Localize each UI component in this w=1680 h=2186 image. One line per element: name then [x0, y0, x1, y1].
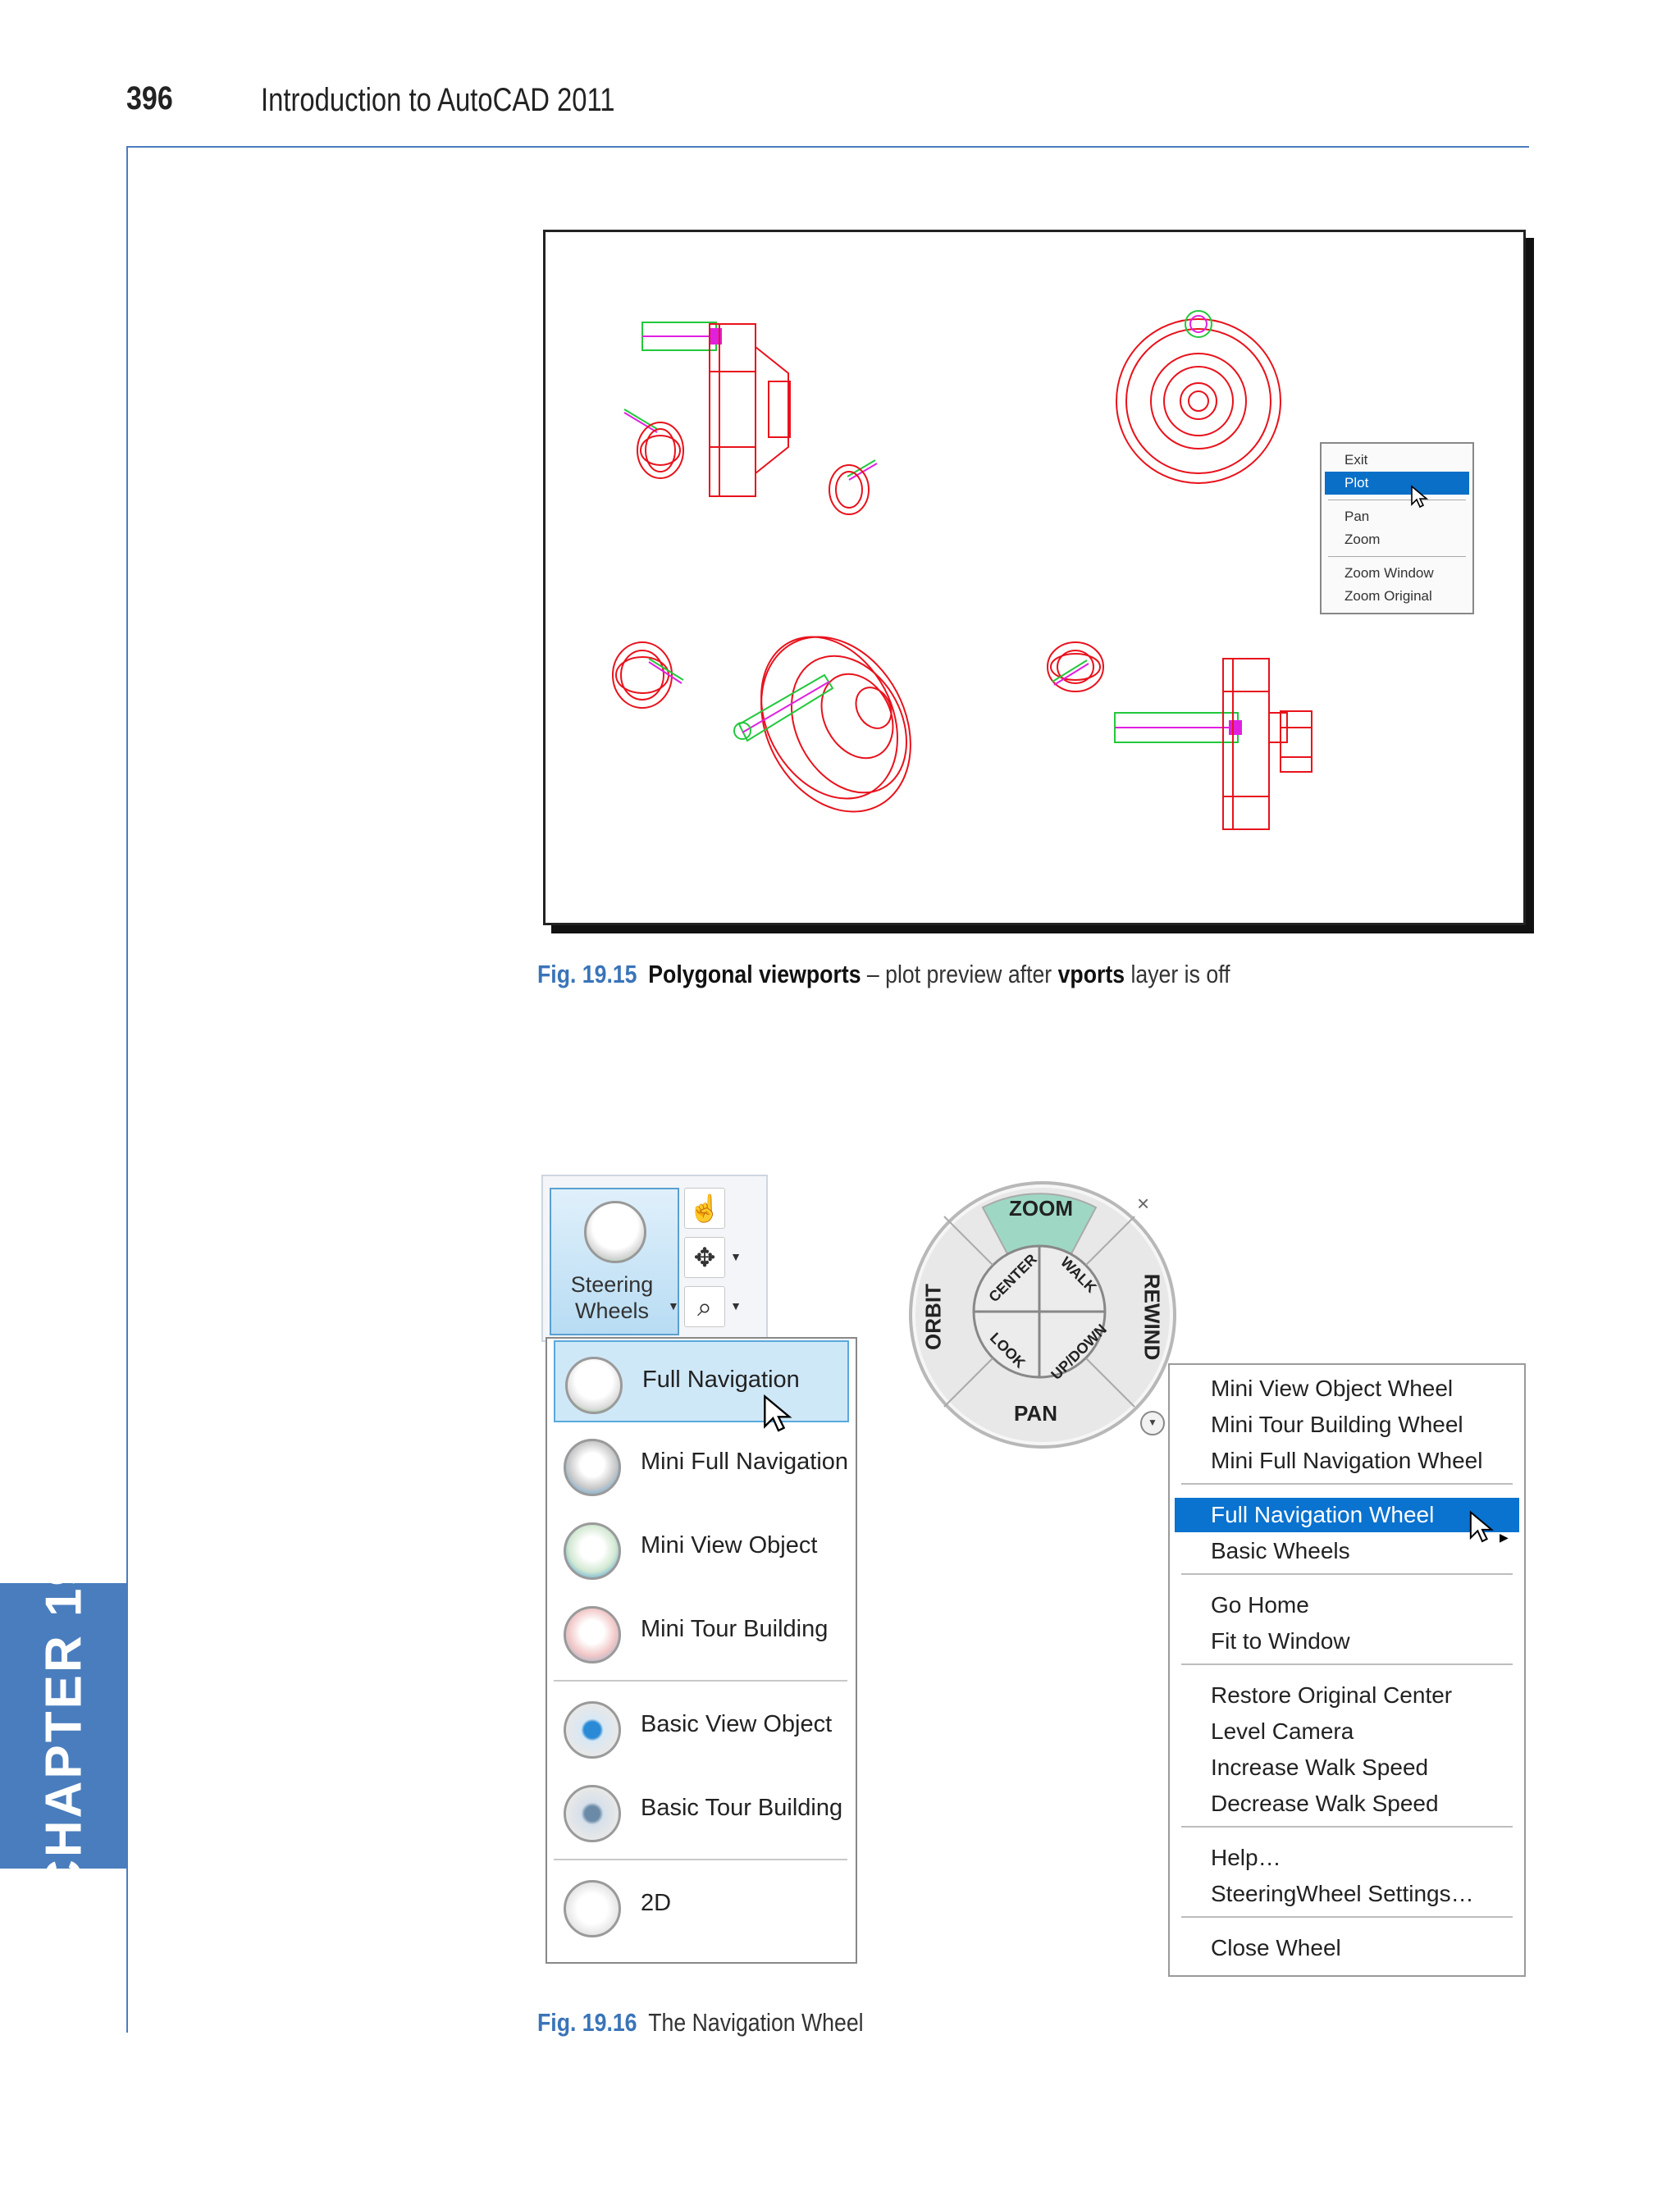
- menu-item-mini-view-object[interactable]: Mini View Object: [554, 1508, 846, 1586]
- wheel-menu-dropdown-icon[interactable]: ▼: [1140, 1411, 1165, 1435]
- steering-wheels-label: Steering Wheels: [570, 1272, 654, 1323]
- menu-item-label: Full Navigation: [642, 1367, 800, 1393]
- figure-number: Fig. 19.15: [537, 960, 637, 988]
- handwheel-isometric-view: [733, 636, 911, 813]
- menu-item-label: Basic Tour Building: [641, 1795, 843, 1821]
- caption-text: The Navigation Wheel: [648, 2008, 864, 2037]
- menu-item-mini-full-navigation-wheel[interactable]: Mini Full Navigation Wheel: [1211, 1448, 1483, 1473]
- wheel-orbit-wedge[interactable]: ORBIT: [920, 1284, 946, 1350]
- mini-view-object-icon: [564, 1522, 621, 1580]
- orbit-dropdown-arrow-icon[interactable]: ▼: [730, 1250, 742, 1263]
- menu-item-basic-tour-building[interactable]: Basic Tour Building: [554, 1770, 846, 1849]
- menu-item-exit[interactable]: Exit: [1344, 452, 1368, 468]
- small-knob-top-left: [623, 408, 684, 479]
- close-icon[interactable]: ×: [1137, 1191, 1150, 1216]
- header-rule: [126, 146, 1529, 148]
- cursor-arrow-icon: [1469, 1510, 1495, 1543]
- plot-preview-context-menu: Exit Plot Pan Zoom Zoom Window Zoom Orig…: [1320, 442, 1474, 614]
- menu-item-level-camera[interactable]: Level Camera: [1211, 1718, 1354, 1744]
- wheel-zoom-wedge[interactable]: ZOOM: [1009, 1196, 1073, 1221]
- figure-caption-19-15: Fig. 19.15 Polygonal viewports – plot pre…: [537, 960, 1230, 989]
- pan-icon[interactable]: ☝: [684, 1188, 725, 1229]
- figure-number: Fig. 19.16: [537, 2008, 637, 2037]
- menu-item-full-navigation[interactable]: Full Navigation: [554, 1340, 849, 1432]
- cad-drawing: [612, 310, 1312, 830]
- menu-item-mini-tour-building-wheel[interactable]: Mini Tour Building Wheel: [1211, 1412, 1463, 1437]
- menu-item-restore-original-center[interactable]: Restore Original Center: [1211, 1682, 1453, 1708]
- menu-item-basic-view-object[interactable]: Basic View Object: [554, 1686, 846, 1765]
- menu-separator: [1181, 1826, 1513, 1828]
- handle-wheel-side-view: [641, 322, 791, 497]
- menu-item-mini-tour-building[interactable]: Mini Tour Building: [554, 1591, 846, 1670]
- chapter-tab: [0, 1583, 128, 1869]
- menu-separator: [1181, 1663, 1513, 1665]
- caption-keyword: vports: [1057, 960, 1125, 988]
- menu-item-2d[interactable]: 2D: [554, 1865, 846, 1944]
- full-navigation-wheel: ZOOM PAN ORBIT REWIND CENTER WALK LOOK U…: [909, 1181, 1176, 1449]
- orbit-icon[interactable]: ✥: [684, 1237, 725, 1278]
- margin-rule: [126, 146, 128, 2033]
- page-number: 396: [126, 80, 173, 116]
- menu-item-label: Mini Full Navigation: [641, 1449, 849, 1475]
- menu-item-label: Mini Tour Building: [641, 1616, 829, 1642]
- wheel-segments: [943, 1193, 1135, 1408]
- 2d-wheel-icon: [564, 1880, 621, 1937]
- menu-item-label: Basic View Object: [641, 1711, 833, 1737]
- menu-item-close-wheel[interactable]: Close Wheel: [1211, 1935, 1341, 1960]
- wheel-pan-wedge[interactable]: PAN: [1014, 1401, 1057, 1426]
- zoom-icon[interactable]: ⌕: [684, 1286, 725, 1327]
- menu-separator: [1328, 556, 1466, 557]
- caption-text-end: layer is off: [1125, 960, 1230, 988]
- wheel-rewind-wedge[interactable]: REWIND: [1139, 1273, 1165, 1361]
- menu-item-full-navigation-wheel[interactable]: Full Navigation Wheel: [1175, 1498, 1519, 1532]
- menu-item-label: 2D: [641, 1890, 672, 1916]
- menu-separator: [1181, 1916, 1513, 1918]
- running-title: Introduction to AutoCAD 2011: [261, 82, 615, 118]
- small-knob-bottom-right: [1047, 641, 1104, 692]
- caption-title: Polygonal viewports: [648, 960, 861, 988]
- steering-wheels-button[interactable]: Steering Wheels ▼: [550, 1188, 679, 1335]
- full-navigation-wheel-icon: [565, 1357, 623, 1414]
- basic-view-object-icon: [564, 1701, 621, 1759]
- cursor-arrow-icon: [764, 1394, 792, 1432]
- mini-tour-building-icon: [564, 1606, 621, 1663]
- small-knob-bottom-left: [612, 641, 684, 709]
- handwheel-side-view-bottom: [1114, 658, 1312, 830]
- wheel-context-menu: Mini View Object Wheel Mini Tour Buildin…: [1168, 1363, 1526, 1977]
- menu-separator: [1181, 1573, 1513, 1575]
- cursor-arrow-icon: [1411, 485, 1429, 509]
- menu-separator: [554, 1859, 847, 1860]
- menu-item-pan[interactable]: Pan: [1344, 509, 1370, 524]
- menu-item-mini-view-object-wheel[interactable]: Mini View Object Wheel: [1211, 1376, 1454, 1401]
- menu-item-zoom-original[interactable]: Zoom Original: [1344, 588, 1432, 604]
- menu-item-go-home[interactable]: Go Home: [1211, 1592, 1309, 1618]
- zoom-dropdown-arrow-icon[interactable]: ▼: [730, 1299, 742, 1312]
- menu-item-mini-full-navigation[interactable]: Mini Full Navigation: [554, 1424, 849, 1503]
- menu-item-zoom-window[interactable]: Zoom Window: [1344, 565, 1434, 581]
- navigation-toolbar: Steering Wheels ▼ ☝ ✥ ▼ ⌕ ▼: [541, 1175, 768, 1342]
- menu-item-steeringwheel-settings[interactable]: SteeringWheel Settings…: [1211, 1881, 1474, 1906]
- menu-item-label: Mini View Object: [641, 1532, 818, 1558]
- dropdown-arrow-icon: ▼: [668, 1299, 679, 1312]
- menu-separator: [1181, 1483, 1513, 1485]
- menu-item-fit-to-window[interactable]: Fit to Window: [1211, 1628, 1350, 1654]
- mini-full-navigation-icon: [564, 1439, 621, 1496]
- figure-caption-19-16: Fig. 19.16 The Navigation Wheel: [537, 2008, 864, 2038]
- chapter-tab-label: CHAPTER 19: [35, 1555, 93, 1896]
- plot-preview-figure: Exit Plot Pan Zoom Zoom Window Zoom Orig…: [543, 230, 1526, 925]
- menu-separator: [554, 1680, 847, 1682]
- steering-wheel-icon: [584, 1201, 646, 1263]
- menu-item-decrease-walk-speed[interactable]: Decrease Walk Speed: [1211, 1791, 1439, 1816]
- menu-item-basic-wheels[interactable]: Basic Wheels: [1211, 1538, 1350, 1563]
- menu-item-zoom[interactable]: Zoom: [1344, 532, 1381, 547]
- basic-tour-building-icon: [564, 1785, 621, 1842]
- menu-item-help[interactable]: Help…: [1211, 1845, 1281, 1870]
- handwheel-front-view: [1116, 310, 1281, 484]
- small-knob-center: [829, 459, 878, 515]
- submenu-arrow-icon: ▶: [1500, 1531, 1509, 1544]
- caption-text: – plot preview after: [861, 960, 1058, 988]
- menu-item-increase-walk-speed[interactable]: Increase Walk Speed: [1211, 1755, 1429, 1780]
- steering-wheels-menu: Full Navigation Mini Full Navigation Min…: [546, 1337, 857, 1964]
- menu-item-plot[interactable]: Plot: [1325, 472, 1469, 495]
